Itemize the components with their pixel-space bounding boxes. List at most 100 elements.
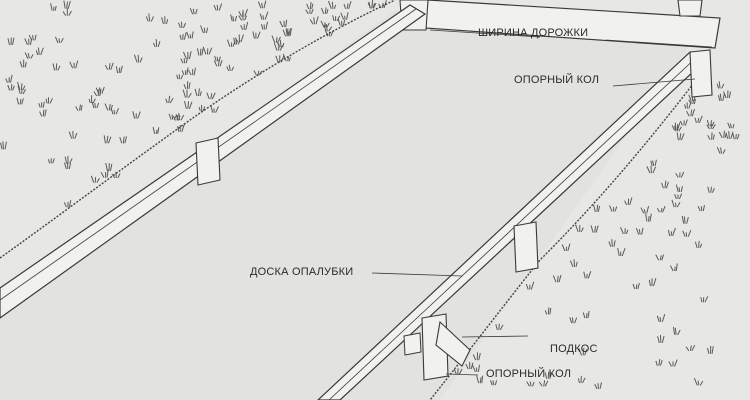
grass-tuft [309, 19, 314, 25]
grass-tuft [107, 136, 112, 144]
grass-tuft [590, 225, 594, 233]
grass-tuft [526, 381, 530, 387]
grass-tuft [332, 15, 335, 22]
grass-tuft [52, 158, 55, 164]
grass-tuft [109, 163, 113, 171]
grass-tuft [674, 359, 678, 367]
grass-tuft [63, 202, 67, 208]
grass-tuft [137, 111, 141, 119]
grass-tuft [68, 131, 73, 139]
grass-tuft [20, 83, 23, 90]
grass-tuft [489, 380, 493, 386]
grass-tuft [587, 271, 592, 279]
grass-tuft [617, 247, 620, 257]
grass-tuft [567, 243, 571, 252]
grass-tuft [12, 85, 15, 91]
grass-tuft [584, 349, 588, 356]
grass-tuft [668, 361, 672, 367]
brace [435, 320, 471, 367]
grass-tuft [661, 313, 666, 323]
grass-tuft [710, 123, 713, 130]
grass-tuft [702, 204, 705, 212]
grass-tuft [69, 158, 73, 164]
grass-tuft [169, 97, 174, 104]
grass-tuft [277, 36, 281, 43]
grass-tuft [458, 368, 463, 375]
grass-tuft [168, 95, 171, 104]
grass-tuft [165, 19, 169, 25]
grass-tuft [145, 16, 149, 22]
grass-tuft [683, 216, 686, 224]
grass-tuft [226, 39, 231, 47]
grass-tuft [101, 86, 105, 94]
grass-tuft [711, 121, 715, 127]
grass-tuft [681, 215, 685, 224]
grass-tuft [67, 0, 71, 9]
grass-tuft [75, 106, 79, 111]
grass-tuft [99, 88, 102, 97]
leader-support-stake-bottom [445, 373, 479, 376]
grass-tuft [643, 209, 646, 214]
grass-tuft [238, 11, 243, 17]
grass-tuft [200, 25, 204, 34]
grass-tuft [538, 381, 543, 387]
grass-tuft [698, 115, 703, 124]
grass-tuft [706, 119, 710, 127]
grass-tuft [544, 310, 548, 315]
grass-tuft [328, 26, 333, 32]
grass-tuft [659, 360, 663, 366]
grass-tuft [674, 122, 677, 131]
grass-tuft [22, 85, 26, 91]
grass-tuft [697, 380, 700, 386]
grass-tuft [27, 53, 30, 59]
grass-tuft [561, 244, 566, 252]
grass-tuft [232, 16, 235, 22]
grass-tuft [16, 97, 20, 105]
grass-tuft [692, 99, 695, 105]
grass-tuft [240, 24, 244, 31]
grass-tuft [240, 34, 244, 43]
grass-tuft [373, 2, 377, 9]
grass-tuft [652, 278, 657, 287]
grass-tuft [729, 123, 732, 129]
grass-tuft [180, 114, 185, 121]
grass-tuft [122, 136, 125, 144]
grass-tuft [668, 229, 671, 237]
grass-tuft [181, 70, 185, 75]
leader-formwork-board [371, 272, 463, 277]
grass-tuft [42, 101, 45, 108]
grass-tuft [100, 171, 105, 178]
grass-tuft [115, 108, 120, 115]
grass-tuft [306, 3, 310, 10]
grass-tuft [35, 50, 39, 56]
grass-tuft [282, 42, 285, 48]
grass-tuft [587, 310, 590, 319]
grass-tuft [336, 15, 341, 22]
grass-tuft [650, 160, 653, 166]
grass-tuft [711, 346, 714, 354]
grass-tuft [275, 55, 279, 63]
grass-tuft [110, 62, 114, 70]
grass-tuft [133, 54, 138, 63]
grass-tuft [476, 375, 480, 384]
grass-tuft [208, 47, 213, 55]
grass-tuft [596, 204, 599, 212]
grass-tuft [74, 132, 78, 139]
grass-tuft [648, 279, 651, 287]
grass-tuft [91, 101, 95, 109]
grass-tuft [624, 200, 628, 206]
grass-tuft [7, 84, 11, 91]
grass-tuft [309, 1, 312, 10]
grass-tuft [321, 7, 325, 14]
grass-tuft [188, 92, 192, 98]
grass-tuft [675, 263, 678, 272]
grass-tuft [346, 12, 349, 20]
grass-tuft [199, 48, 202, 56]
grass-tuft [730, 131, 734, 139]
grass-tuft [676, 201, 681, 208]
grass-tuft [150, 16, 154, 22]
grass-tuft [582, 312, 586, 319]
grass-tuft [311, 3, 314, 10]
grass-tuft [34, 34, 37, 41]
